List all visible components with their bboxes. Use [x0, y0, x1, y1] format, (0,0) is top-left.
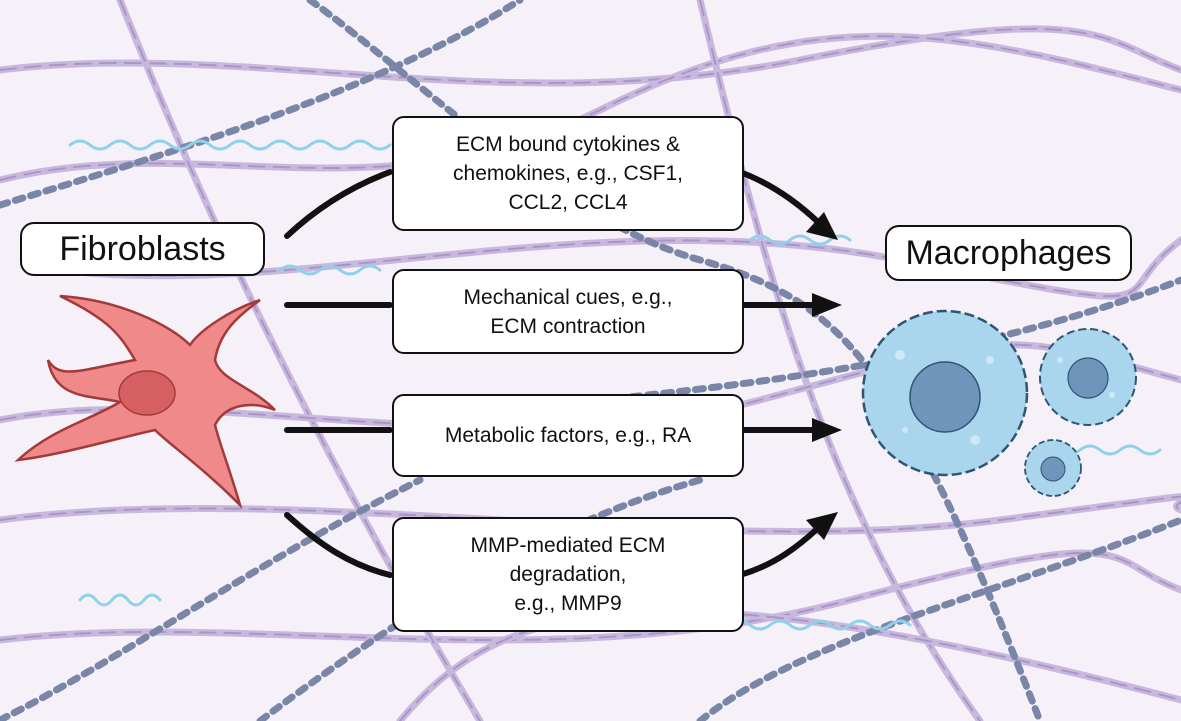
- glycan-chains: [68, 139, 1162, 631]
- signal-box-metabolic: Metabolic factors, e.g., RA: [392, 394, 744, 477]
- signal-line: MMP-mediated ECM: [470, 534, 666, 557]
- arrow-icon: [737, 525, 821, 578]
- signal-line: Mechanical cues, e.g.,: [463, 285, 673, 309]
- signal-box-cytokines: ECM bound cytokines & chemokines, e.g., …: [392, 116, 744, 231]
- arrowheads: [806, 212, 842, 540]
- signal-line: ECM bound cytokines &: [455, 133, 681, 156]
- arrow-icon: [737, 169, 821, 225]
- signal-line: e.g., MMP9: [514, 592, 622, 615]
- arrow-icon: [812, 418, 842, 442]
- arrow-icon: [812, 293, 842, 317]
- arrow-icon: [284, 512, 393, 578]
- signal-line: chemokines, e.g., CSF1,: [453, 162, 683, 185]
- arrow-icon: [806, 212, 838, 240]
- signal-box-mechanical: Mechanical cues, e.g., ECM contraction: [392, 269, 744, 354]
- signal-box-mmp: MMP-mediated ECM degradation, e.g., MMP9: [392, 517, 744, 632]
- signal-line: CCL2, CCL4: [508, 191, 628, 214]
- macrophage-cell-icon: [1039, 328, 1137, 426]
- signal-line: ECM contraction: [490, 314, 646, 338]
- macrophage-cell-icon: [1024, 439, 1082, 497]
- macrophage-cell-icon: [861, 309, 1029, 477]
- signal-line: degradation,: [509, 563, 627, 586]
- macrophages-label: Macrophages: [885, 225, 1132, 281]
- signal-line: Metabolic factors, e.g., RA: [444, 424, 692, 447]
- arrow-icon: [806, 512, 838, 540]
- fibroblasts-label: Fibroblasts: [20, 222, 265, 276]
- arrow-icon: [284, 169, 393, 239]
- fibroblast-cell-icon: [14, 294, 276, 510]
- signal-arrows: [284, 169, 821, 578]
